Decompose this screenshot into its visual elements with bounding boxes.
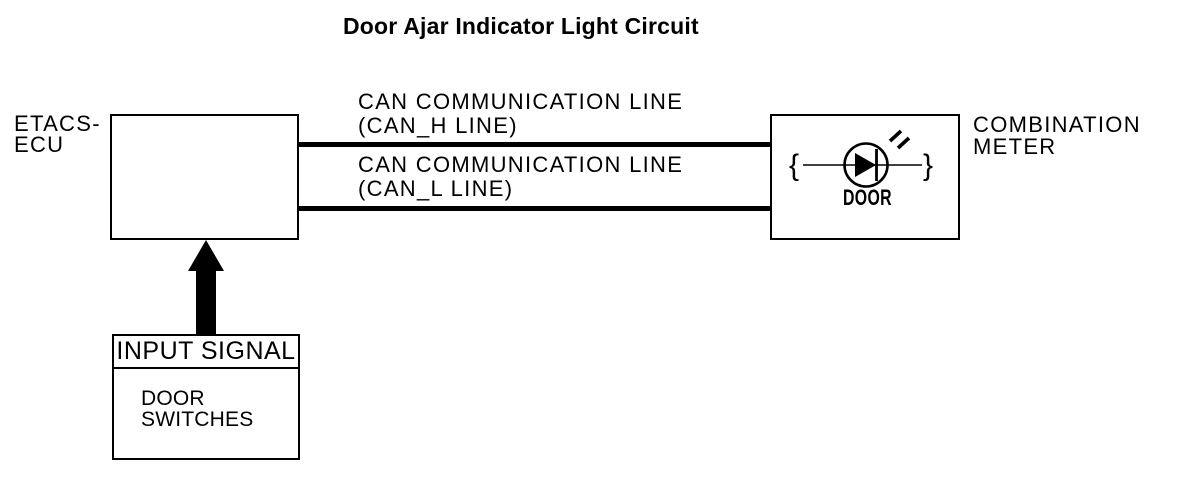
can-h-line-label: CAN COMMUNICATION LINE (CAN_H LINE) <box>358 90 683 138</box>
can-l-label-line2: (CAN_L LINE) <box>358 176 514 201</box>
led-indicator-label: DOOR <box>843 185 892 210</box>
etacs-ecu-box <box>110 114 299 240</box>
can-l-line-label: CAN COMMUNICATION LINE (CAN_L LINE) <box>358 153 683 201</box>
led-indicator-icon: { } <box>789 129 933 188</box>
door-switches-label: DOOR SWITCHES <box>141 388 253 430</box>
light-rays-icon <box>888 129 911 150</box>
connector-brace-right: } <box>923 149 933 182</box>
etacs-ecu-label-line2: ECU <box>14 132 65 157</box>
led-diode-triangle <box>855 153 876 177</box>
can-h-label-line1: CAN COMMUNICATION LINE <box>358 89 684 114</box>
led-circle <box>843 142 889 188</box>
combination-meter-label: COMBINATION METER <box>973 114 1141 158</box>
etacs-ecu-label: ETACS- ECU <box>14 111 101 157</box>
arrow-head <box>188 240 224 271</box>
connector-brace-left: { <box>789 149 799 182</box>
input-signal-header: INPUT SIGNAL <box>114 336 298 369</box>
diagram-title: Door Ajar Indicator Light Circuit <box>343 13 699 39</box>
door-switches-box: INPUT SIGNAL DOOR SWITCHES <box>112 334 300 460</box>
can-l-wire <box>297 206 772 211</box>
can-h-wire <box>297 142 772 147</box>
etacs-ecu-label-line1: ETACS- <box>14 111 101 136</box>
can-l-label-line1: CAN COMMUNICATION LINE <box>358 152 684 177</box>
door-switches-label-line2: SWITCHES <box>141 408 254 431</box>
combination-meter-label-line2: METER <box>973 134 1057 159</box>
can-h-label-line2: (CAN_H LINE) <box>358 113 518 138</box>
combination-meter-box <box>770 114 960 240</box>
door-switches-label-line1: DOOR <box>141 387 205 410</box>
combination-meter-label-line1: COMBINATION <box>973 112 1141 137</box>
arrow-shaft <box>196 269 216 334</box>
